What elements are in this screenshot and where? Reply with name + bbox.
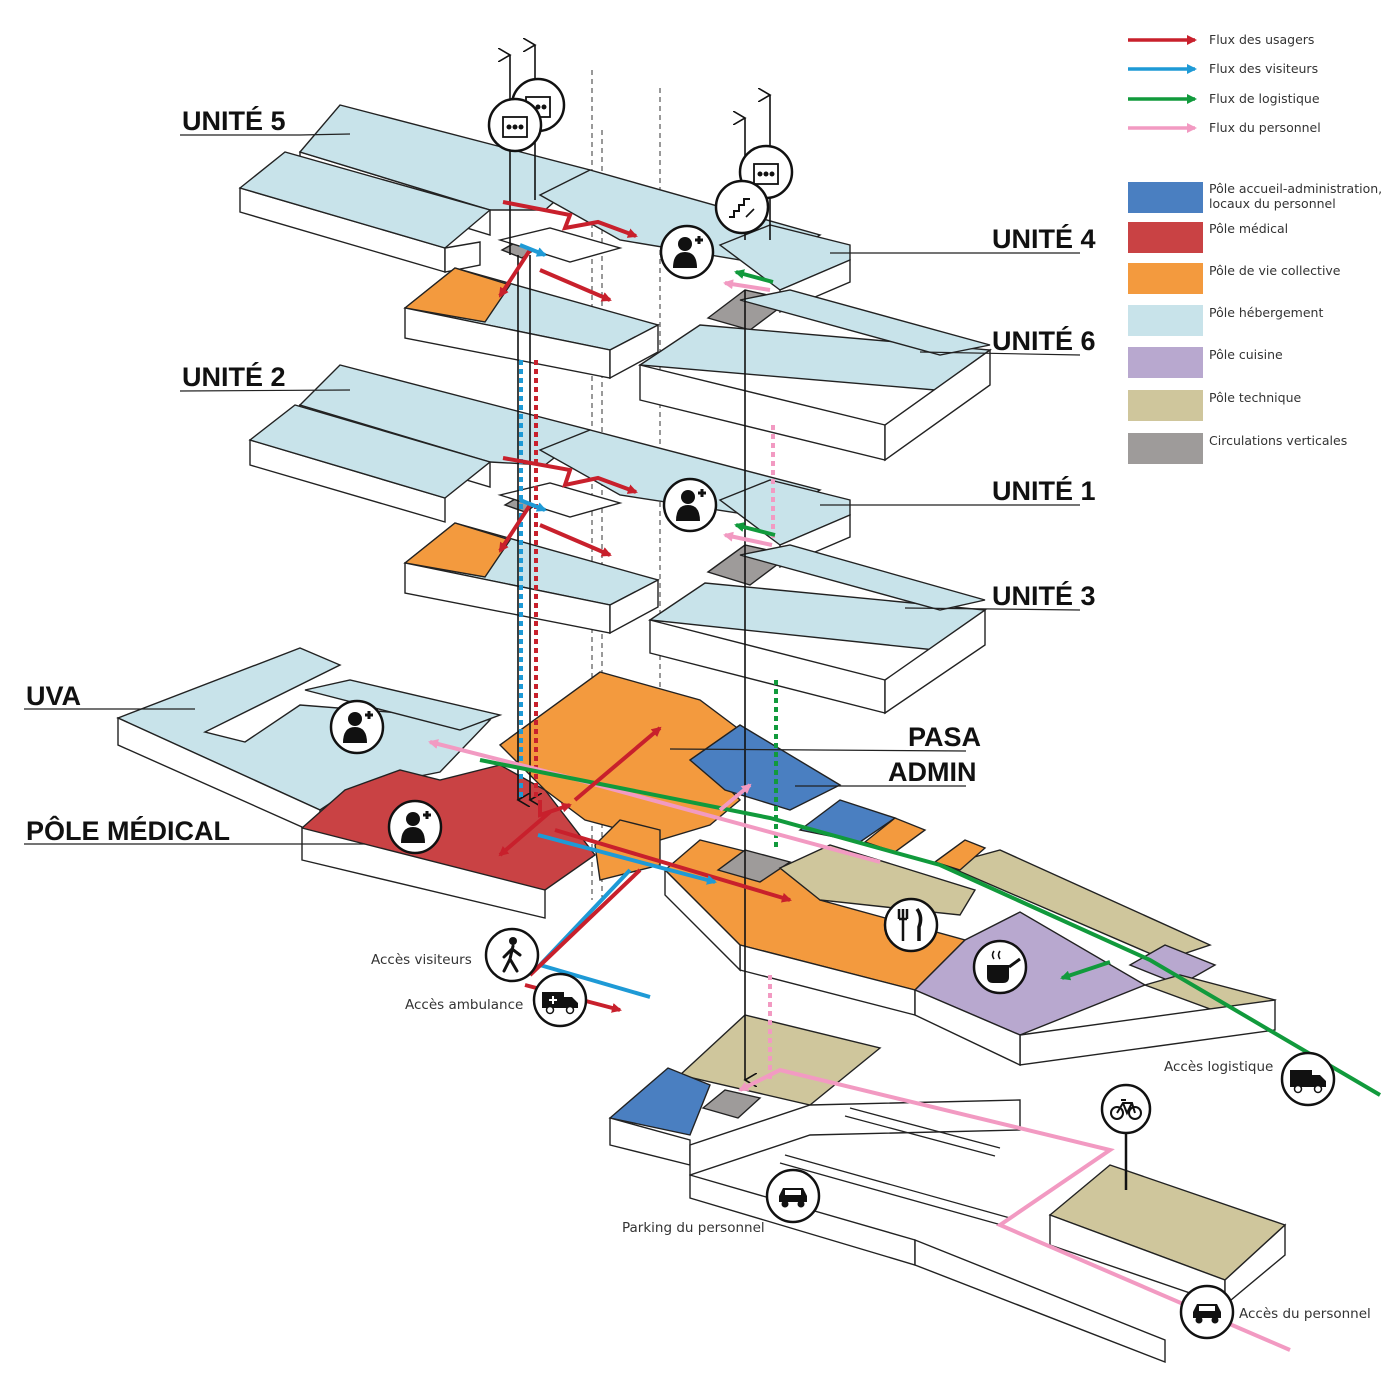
pedestrian-icon [484,927,540,983]
legend-pole-accueil: Pôle accueil-administration, [1209,181,1382,196]
label-uva: UVA [26,681,81,711]
label-acces-logistique: Accès logistique [1164,1059,1273,1075]
legend-swatch-medical [1128,222,1203,253]
label-pole-medical: PÔLE MÉDICAL [26,815,230,846]
parking-stripes [779,1107,1011,1227]
legend-flux-logistique: Flux de logistique [1209,91,1320,106]
truck-icon [1280,1051,1336,1107]
legend-pole-technique: Pôle technique [1209,390,1302,405]
level-ground [116,647,1277,1067]
doctor-icon [387,799,443,855]
label-parking-personnel: Parking du personnel [622,1220,765,1236]
legend-flux-usagers: Flux des usagers [1209,32,1314,47]
legend-flux-personnel: Flux du personnel [1209,120,1321,135]
label-acces-visiteurs: Accès visiteurs [371,952,472,968]
label-unite-4: UNITÉ 4 [992,223,1096,254]
unit-labels: UNITÉ 5 UNITÉ 4 UNITÉ 6 UNITÉ 2 UNITÉ 1 … [24,105,1096,846]
legend-pole-medical: Pôle médical [1209,221,1288,236]
label-acces-ambulance: Accès ambulance [405,997,523,1013]
legend-swatch-cuisine [1128,347,1203,378]
legend-pole-accueil-2: locaux du personnel [1209,196,1336,211]
ambulance-icon [532,972,588,1028]
legend-pole-hebergement: Pôle hébergement [1209,305,1323,320]
level-unite-2-1-3 [248,364,987,715]
label-unite-6: UNITÉ 6 [992,325,1096,356]
label-acces-personnel: Accès du personnel [1239,1306,1371,1322]
car-icon [1179,1284,1235,1340]
doctor-icon [659,224,715,280]
legend-pole-vie-collective: Pôle de vie collective [1209,263,1341,278]
legend-pole-cuisine: Pôle cuisine [1209,347,1283,362]
elevator-icon [487,97,543,153]
access-labels: Accès visiteurs Accès ambulance Accès lo… [371,952,1371,1322]
legend-flows: Flux des usagers Flux des visiteurs Flux… [1128,32,1321,135]
label-unite-5: UNITÉ 5 [182,105,286,136]
legend-poles: Pôle accueil-administration, locaux du p… [1128,181,1382,464]
label-unite-1: UNITÉ 1 [992,475,1096,506]
flows [428,45,1382,1352]
legend: Flux des usagers Flux des visiteurs Flux… [1128,32,1382,464]
cutlery-icon [883,897,939,953]
legend-swatch-technique [1128,390,1203,421]
doctor-icon [329,699,385,755]
legend-swatch-accueil [1128,182,1203,213]
label-admin: ADMIN [888,757,977,787]
bicycle-icon [1100,1083,1152,1135]
label-unite-2: UNITÉ 2 [182,361,286,392]
doctor-icon [662,477,718,533]
legend-circulations: Circulations verticales [1209,433,1347,448]
stairs-icon [714,179,770,235]
legend-swatch-hebergement [1128,305,1203,336]
legend-swatch-circulations [1128,433,1203,464]
legend-swatch-vie-collective [1128,263,1203,294]
label-pasa: PASA [908,722,981,752]
legend-flux-visiteurs: Flux des visiteurs [1209,61,1318,76]
level-unite-5-4-6 [238,104,992,462]
cooking-pot-icon [972,939,1028,995]
car-icon [765,1168,821,1224]
label-unite-3: UNITÉ 3 [992,580,1096,611]
